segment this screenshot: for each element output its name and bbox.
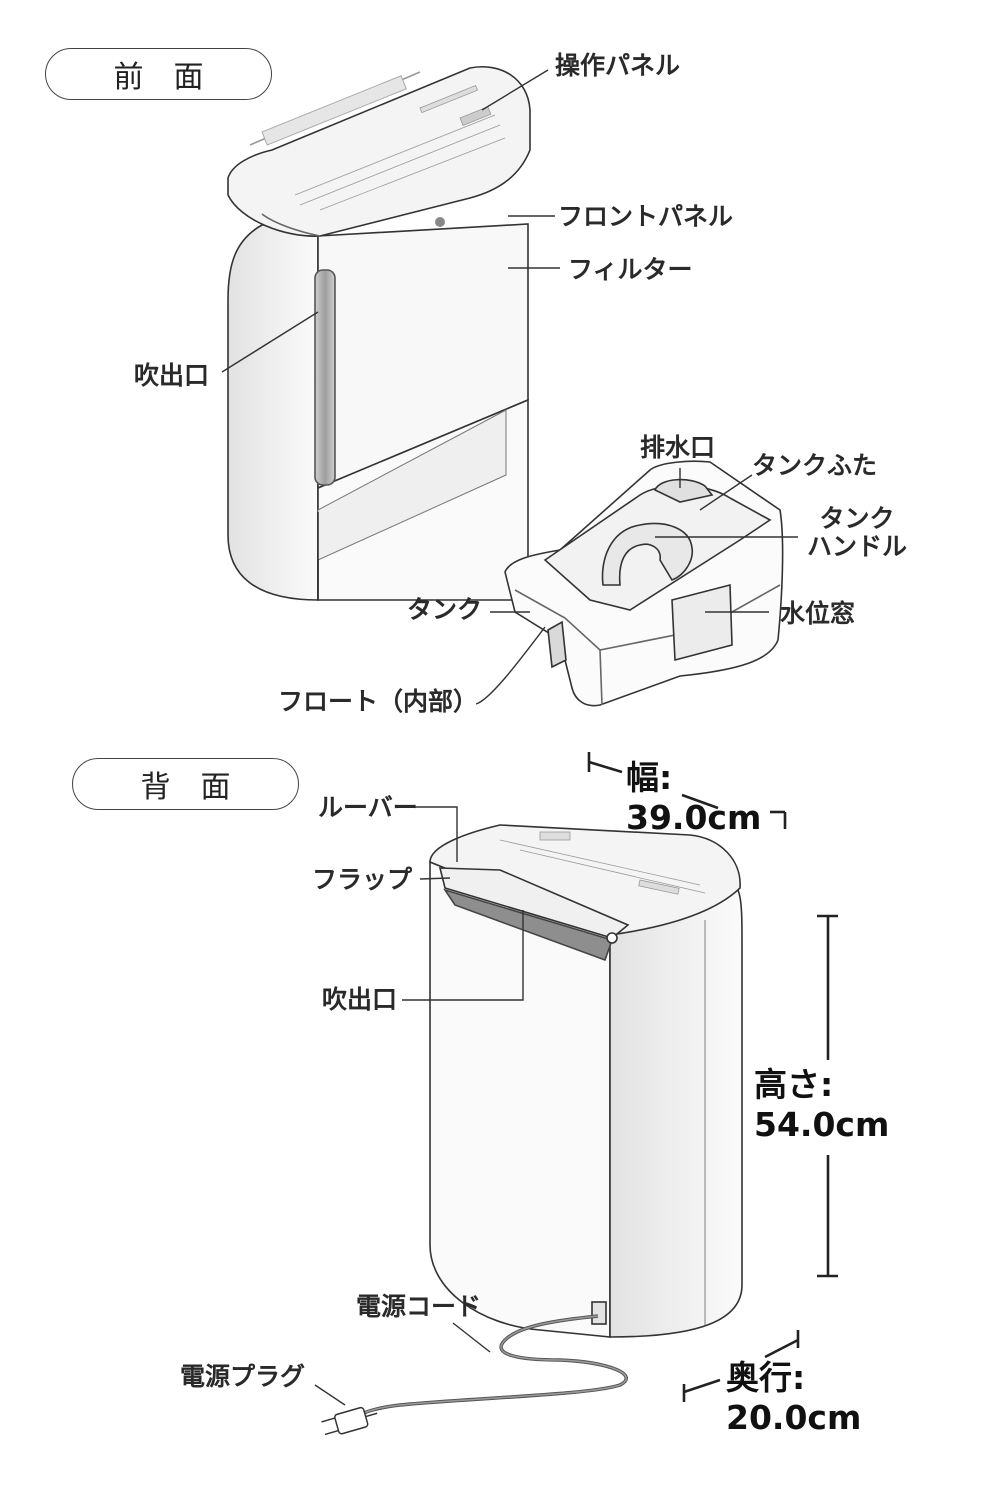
section-front-label: 前面 <box>113 60 234 95</box>
label-float-inner: フロート（内部） <box>278 687 479 716</box>
tank-handle-shape <box>601 522 694 586</box>
brand-logo-icon <box>435 217 445 227</box>
dimension-height-label: 高さ: <box>754 1065 834 1104</box>
label-power-cord: 電源コード <box>356 1292 482 1321</box>
section-back-label: 背面 <box>140 770 261 805</box>
drain-port-shape <box>653 478 714 503</box>
dimension-width-label: 幅: <box>626 758 673 797</box>
back-unit-illustration <box>429 824 743 1338</box>
power-plug-shape <box>321 1406 378 1436</box>
label-tank-handle-line1: タンク <box>819 504 895 533</box>
label-water-level-window: 水位窓 <box>780 599 856 628</box>
dimension-height: 高さ: 54.0cm <box>754 1065 889 1146</box>
front-unit-illustration <box>227 66 531 601</box>
water-level-window-shape <box>671 583 733 662</box>
back-outlet-recess <box>443 888 614 962</box>
label-filter: フィルター <box>568 255 693 284</box>
flap-pivot <box>606 932 618 944</box>
dimension-markers <box>587 752 838 1402</box>
label-tank-lid: タンクふた <box>752 451 878 480</box>
label-tank-handle-line2: ハンドル <box>807 531 908 561</box>
dimension-width: 幅: 39.0cm <box>626 758 761 839</box>
label-control-panel: 操作パネル <box>555 51 681 80</box>
dimension-height-value: 54.0cm <box>754 1105 890 1145</box>
dimension-depth: 奥行: 20.0cm <box>726 1358 861 1439</box>
label-front-panel: フロントパネル <box>558 202 734 231</box>
back-unit-body <box>429 860 611 1338</box>
front-outlet-vent <box>314 269 336 486</box>
label-drain-port: 排水口 <box>640 433 716 462</box>
dimension-width-value: 39.0cm <box>626 798 762 838</box>
leader-lines <box>221 69 798 1406</box>
dimension-depth-value: 20.0cm <box>726 1398 862 1438</box>
section-front-badge: 前面 <box>45 48 272 100</box>
back-unit-top <box>429 824 741 936</box>
tank-illustration <box>504 460 784 707</box>
label-power-plug: 電源プラグ <box>180 1362 306 1391</box>
louver-shape <box>438 867 630 939</box>
label-tank: タンク <box>407 595 483 624</box>
float-shape <box>547 620 567 669</box>
dimension-depth-label: 奥行: <box>726 1358 806 1397</box>
label-outlet-back: 吹出口 <box>322 985 398 1014</box>
cord-port <box>591 1301 607 1325</box>
front-unit-side <box>227 224 319 601</box>
label-flap: フラップ <box>312 865 413 894</box>
back-unit-side <box>609 888 743 1338</box>
front-unit-top-panel <box>227 66 531 237</box>
label-outlet-front: 吹出口 <box>134 361 210 390</box>
label-louver: ルーバー <box>318 793 418 822</box>
label-tank-handle: タンク ハンドル <box>807 505 907 560</box>
section-back-badge: 背面 <box>72 758 299 810</box>
